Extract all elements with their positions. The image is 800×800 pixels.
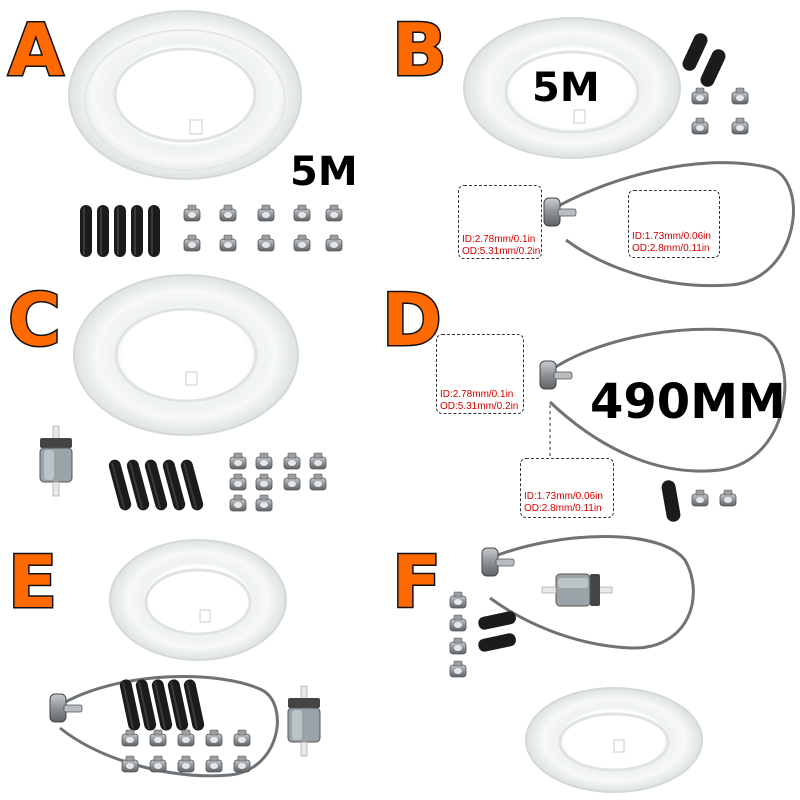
variant-a <box>68 10 343 257</box>
connector-spec-callout-d: ID:2.78mm/0.1in OD:5.31mm/0.2in <box>436 334 524 414</box>
variant-c <box>39 274 327 512</box>
variant-b <box>463 17 795 288</box>
connector-outer-diameter: OD:5.31mm/0.2in <box>440 401 519 412</box>
variant-f <box>449 535 703 793</box>
variant-letter-a: A <box>7 8 66 92</box>
rubber-sleeve <box>478 633 516 652</box>
variant-letter-e: E <box>6 540 58 624</box>
fuel-hose-coil <box>109 539 287 661</box>
metal-fuel-pipe <box>547 327 787 473</box>
rubber-sleeve <box>661 480 681 522</box>
variant-letter-f: F <box>390 540 442 624</box>
length-label-b: 5M <box>532 65 600 111</box>
rubber-sleeves <box>118 678 206 732</box>
variant-letter-b: B <box>391 8 449 92</box>
metal-fuel-pipe <box>547 161 795 288</box>
fuel-hose-coil <box>68 10 302 180</box>
length-label-d: 490MM <box>590 374 786 430</box>
connector-outer-diameter: OD:5.31mm/0.2in <box>462 246 541 257</box>
metal-fuel-pipe <box>489 535 695 650</box>
rubber-sleeves <box>80 205 160 257</box>
fuel-hose-coil <box>73 274 299 436</box>
connector-inner-diameter: ID:2.78mm/0.1in <box>462 234 536 245</box>
fuel-hose-coil <box>463 17 681 159</box>
pipe-spec-callout-d: ID:1.73mm/0.06in OD:2.8mm/0.11in <box>520 458 614 518</box>
length-label-a: 5M <box>290 149 358 195</box>
pipe-inner-diameter: ID:1.73mm/0.06in <box>632 231 711 242</box>
variant-letter-c: C <box>7 278 63 362</box>
pipe-inner-diameter: ID:1.73mm/0.06in <box>524 491 603 502</box>
variant-e <box>49 539 321 778</box>
pipe-outer-diameter: OD:2.8mm/0.11in <box>524 503 602 514</box>
connector-inner-diameter: ID:2.78mm/0.1in <box>440 389 514 400</box>
pipe-spec-callout-b: ID:1.73mm/0.06in OD:2.8mm/0.11in <box>628 190 720 258</box>
variant-letter-d: D <box>381 278 444 362</box>
pipe-outer-diameter: OD:2.8mm/0.11in <box>632 243 710 254</box>
rubber-sleeve <box>478 611 516 630</box>
variant-d <box>539 327 787 522</box>
connector-spec-callout-b: ID:2.78mm/0.1in OD:5.31mm/0.2in <box>458 185 542 259</box>
rubber-sleeves <box>682 33 726 87</box>
